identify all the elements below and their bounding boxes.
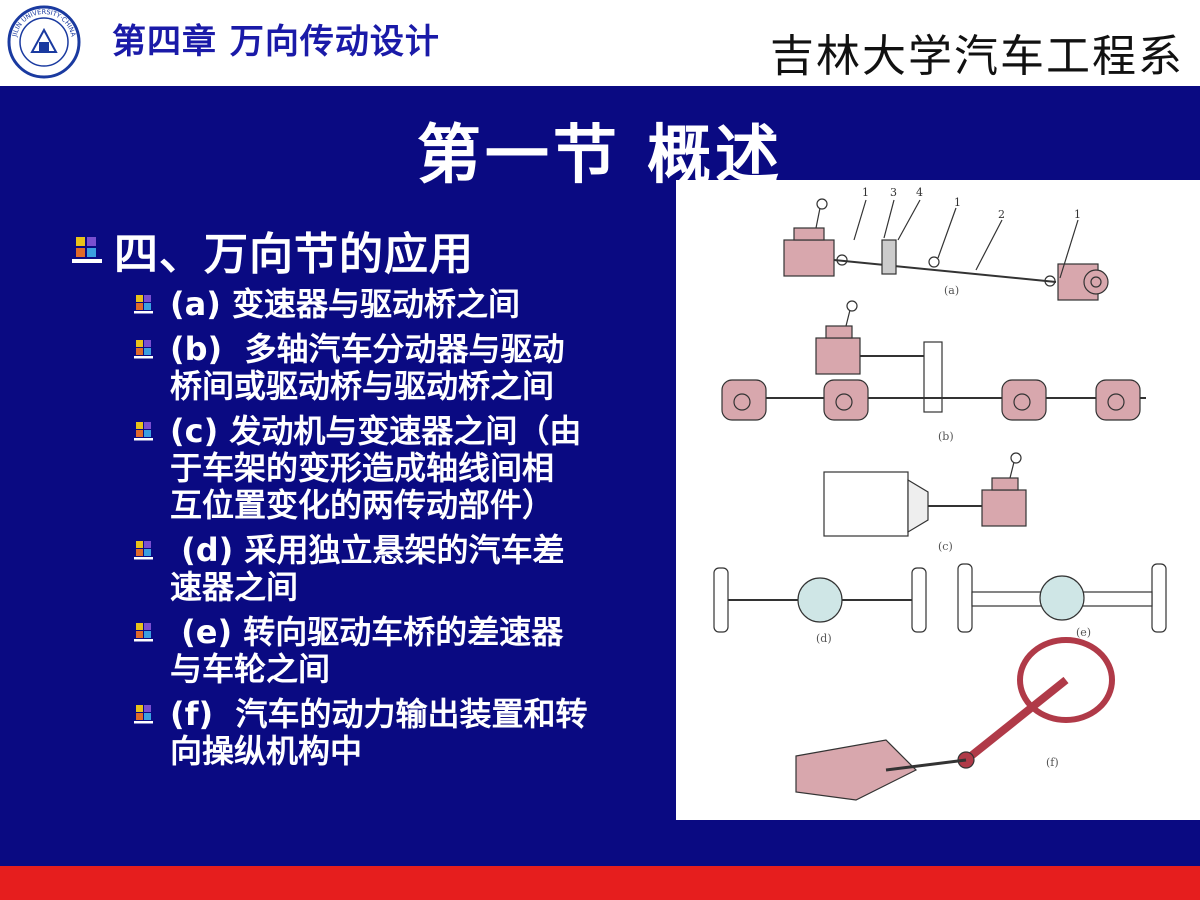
figure-number: 4 bbox=[916, 186, 923, 199]
list-item: (d) 采用独立悬架的汽车差 速器之间 bbox=[134, 532, 674, 606]
list-item-text: (b) 多轴汽车分动器与驱动 桥间或驱动桥与驱动桥之间 bbox=[170, 330, 565, 405]
figure-number: 2 bbox=[998, 208, 1005, 221]
diagram-b: (b) bbox=[721, 300, 1146, 443]
bullet-icon bbox=[134, 340, 153, 359]
list-item: (a) 变速器与驱动桥之间 bbox=[134, 286, 674, 323]
application-list: (a) 变速器与驱动桥之间 (b) 多轴汽车分动器与驱动 桥间或驱动桥与驱动桥之… bbox=[134, 286, 674, 778]
figure-label: (a) bbox=[944, 284, 959, 297]
bullet-icon bbox=[134, 295, 153, 314]
bullet-icon bbox=[72, 237, 102, 263]
list-item: (e) 转向驱动车桥的差速器 与车轮之间 bbox=[134, 614, 674, 688]
heading-row: 四、万向节的应用 bbox=[72, 218, 474, 282]
diagram-c: (c) bbox=[823, 452, 1027, 553]
bullet-icon bbox=[134, 623, 153, 642]
universal-joint-applications-figure: 1 3 4 1 2 1 (a) (b) bbox=[676, 180, 1200, 820]
figure-number: 1 bbox=[1074, 208, 1081, 221]
list-item: (b) 多轴汽车分动器与驱动 桥间或驱动桥与驱动桥之间 bbox=[134, 331, 674, 405]
figure-label: (d) bbox=[816, 632, 832, 645]
figure-label: (b) bbox=[938, 430, 954, 443]
bullet-icon bbox=[134, 705, 153, 724]
list-item-text: (d) 采用独立悬架的汽车差 速器之间 bbox=[170, 531, 565, 606]
figure-number: 3 bbox=[890, 186, 897, 199]
heading: 四、万向节的应用 bbox=[114, 229, 474, 280]
bullet-icon bbox=[134, 422, 153, 441]
diagram-a: 1 3 4 1 2 1 (a) bbox=[783, 186, 1109, 301]
list-item-text: (f) 汽车的动力输出装置和转 向操纵机构中 bbox=[170, 695, 588, 770]
diagram-f: (f) bbox=[795, 637, 1115, 801]
bullet-icon bbox=[134, 541, 153, 560]
header: JILIN UNIVERSITY·CHINA 第四章 万向传动设计 吉林大学汽车… bbox=[0, 0, 1200, 86]
list-item-text: (e) 转向驱动车桥的差速器 与车轮之间 bbox=[170, 613, 564, 688]
chapter-title: 第四章 万向传动设计 bbox=[112, 22, 440, 62]
figure-label: (f) bbox=[1046, 756, 1059, 769]
list-item: (c) 发动机与变速器之间（由 于车架的变形造成轴线间相 互位置变化的两传动部件… bbox=[134, 413, 674, 524]
school-name: 吉林大学汽车工程系 bbox=[770, 31, 1184, 82]
figure-number: 1 bbox=[862, 186, 869, 199]
footer-bar bbox=[0, 866, 1200, 900]
figure-label: (e) bbox=[1076, 626, 1091, 639]
diagram-d: (d) bbox=[713, 567, 927, 645]
diagram-e: (e) bbox=[957, 563, 1167, 639]
figure-number: 1 bbox=[954, 196, 961, 209]
university-logo: JILIN UNIVERSITY·CHINA bbox=[7, 5, 81, 79]
figure-label: (c) bbox=[938, 540, 953, 553]
list-item-text: (c) 发动机与变速器之间（由 于车架的变形造成轴线间相 互位置变化的两传动部件… bbox=[170, 412, 582, 524]
list-item: (f) 汽车的动力输出装置和转 向操纵机构中 bbox=[134, 696, 674, 770]
list-item-text: (a) 变速器与驱动桥之间 bbox=[170, 285, 520, 323]
